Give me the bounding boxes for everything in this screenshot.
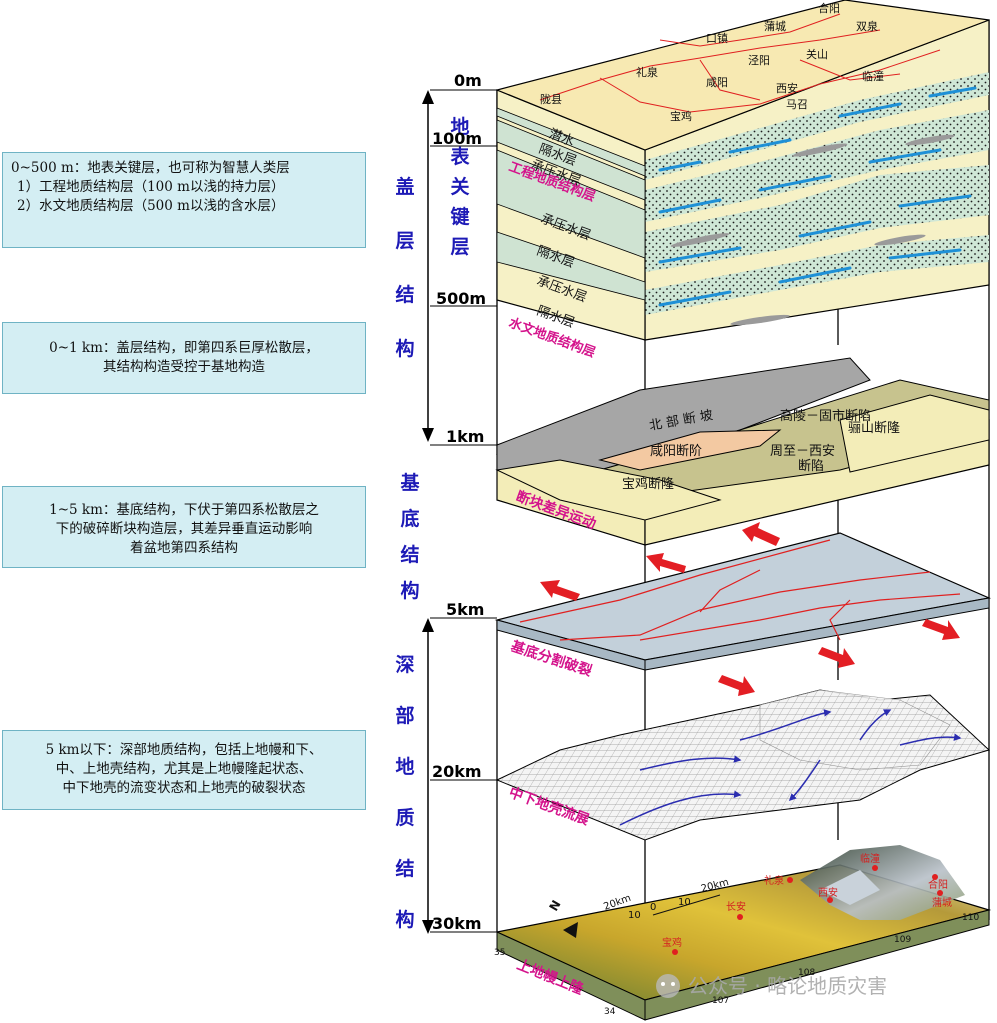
title-deep-structure: 深 部 地 质 结 构: [395, 654, 415, 931]
svg-text:107: 107: [712, 996, 729, 1006]
svg-text:35: 35: [494, 948, 505, 958]
depth-label-100m: 100m: [432, 129, 482, 148]
mantle-surface: 宝鸡 长安 礼泉 西安 合阳 蒲城 临潼 20km 10 0 10 20km N: [494, 845, 992, 1021]
title-basement-structure: 基 底 结 构: [400, 472, 420, 602]
svg-text:长安: 长安: [726, 900, 746, 913]
title-surface-key-layer: 地 表 关 键 层: [450, 116, 470, 258]
svg-text:34: 34: [604, 1007, 616, 1017]
svg-text:断陷: 断陷: [798, 459, 824, 474]
strata-right-face-bands: [645, 72, 989, 326]
place-lintong: 临潼: [862, 69, 884, 83]
svg-text:10: 10: [678, 897, 691, 908]
svg-text:周至－西安: 周至－西安: [770, 444, 835, 459]
svg-text:高陵－固市断陷: 高陵－固市断陷: [780, 408, 871, 424]
svg-text:0: 0: [650, 902, 656, 913]
note-cover-structure: 0~1 km：盖层结构，即第四系巨厚松散层， 其结构构造受控于基地构造: [2, 322, 366, 394]
strata-block: 合阳 蒲城 双泉 口镇 泾阳 关山 礼泉 咸阳 临潼 西安 陇县 马召 宝鸡 潜…: [495, 0, 990, 361]
place-guanshan: 关山: [806, 47, 828, 61]
mesh-surface: 中下地壳流展: [495, 689, 990, 841]
depth-label-500m: 500m: [436, 289, 486, 308]
basement-block: 北 部 断 坡 高陵－固市断陷 咸阳断阶 周至－西安 断陷 骊山断隆 宝鸡断隆 …: [495, 357, 990, 546]
mantle-places: 宝鸡 长安 礼泉 西安 合阳 蒲城 临潼: [662, 852, 952, 949]
place-koushen: 口镇: [706, 31, 728, 45]
svg-text:109: 109: [894, 935, 911, 945]
place-heyang: 合阳: [818, 1, 840, 15]
note-cover-line1: 0~1 km：盖层结构，即第四系巨厚松散层，: [49, 340, 319, 356]
note-deep-line1: 5 km以下：深部地质结构，包括上地幔和下、: [45, 742, 323, 758]
place-pucheng: 蒲城: [764, 19, 786, 33]
note-basement-line2: 下的破碎断块构造层，其差异垂直运动影响: [55, 521, 313, 537]
place-jingyang: 泾阳: [748, 54, 770, 67]
arrow-down-right: [818, 647, 855, 668]
place-xian: 西安: [776, 81, 798, 95]
depth-label-0m: 0m: [454, 71, 482, 90]
depth-axis: 0m 100m 500m 1km 5km 20km 30km: [422, 71, 497, 934]
note-surface-key-layer: 0~500 m：地表关键层，也可称为智慧人类层 1）工程地质结构层（100 m以…: [2, 152, 366, 248]
note-deep-structure: 5 km以下：深部地质结构，包括上地幔和下、 中、上地壳结构，尤其是上地幔隆起状…: [2, 730, 366, 810]
place-baoji: 宝鸡: [670, 109, 692, 123]
place-longxian: 陇县: [540, 92, 562, 106]
note-surface-line1: 0~500 m：地表关键层，也可称为智慧人类层: [11, 160, 290, 176]
note-deep-line2: 中、上地壳结构，尤其是上地幔隆起状态、: [55, 761, 313, 777]
note-basement-line3: 着盆地第四系结构: [130, 540, 238, 556]
top-map-faults: [539, 13, 941, 113]
place-shuangquan: 双泉: [856, 19, 878, 33]
depth-label-30km: 30km: [432, 914, 482, 933]
note-basement-structure: 1~5 km：基底结构，下伏于第四系松散层之 下的破碎断块构造层，其差异垂直运动…: [2, 486, 366, 568]
fracture-plate: 基底分割破裂: [494, 532, 992, 680]
svg-text:宝鸡: 宝鸡: [662, 936, 682, 949]
north-label: N: [546, 898, 563, 914]
mantle-ticks: 35 34 107 108 109 110: [494, 913, 979, 1017]
top-map-places: 合阳 蒲城 双泉 口镇 泾阳 关山 礼泉 咸阳 临潼 西安 陇县 马召 宝鸡: [540, 1, 884, 123]
title-cover-structure: 盖 层 结 构: [395, 176, 415, 360]
arrow-left: [540, 580, 580, 601]
svg-text:108: 108: [798, 968, 815, 978]
svg-text:礼泉: 礼泉: [764, 874, 784, 887]
depth-label-1km: 1km: [446, 427, 484, 446]
depth-label-20km: 20km: [432, 762, 482, 781]
movement-arrows: [540, 522, 960, 696]
place-mazhao: 马召: [786, 98, 808, 111]
svg-text:合阳: 合阳: [928, 878, 948, 891]
arrow-up-right: [742, 522, 780, 546]
place-xianyang: 咸阳: [706, 76, 728, 89]
note-deep-line3: 中下地壳的流变状态和上地壳的破裂状态: [62, 780, 306, 796]
watermark: 公众号 · 略论地质灾害: [656, 974, 887, 998]
wechat-icon: [656, 974, 680, 998]
arrow-right: [922, 619, 960, 640]
note-cover-line2: 其结构构造受控于基地构造: [103, 359, 265, 375]
basement-unit-labels: 北 部 断 坡 高陵－固市断陷 咸阳断阶 周至－西安 断陷 骊山断隆 宝鸡断隆: [622, 408, 900, 492]
note-surface-line2: 1）工程地质结构层（100 m以浅的持力层）: [17, 179, 285, 195]
arrow-down: [718, 675, 755, 696]
svg-text:咸阳断阶: 咸阳断阶: [650, 444, 702, 459]
depth-label-5km: 5km: [446, 600, 484, 619]
svg-text:10: 10: [628, 910, 641, 921]
svg-text:宝鸡断隆: 宝鸡断隆: [622, 476, 674, 492]
svg-text:骊山断隆: 骊山断隆: [848, 421, 900, 436]
place-liquan: 礼泉: [636, 65, 658, 79]
watermark-text: 公众号 · 略论地质灾害: [688, 974, 887, 998]
svg-text:临潼: 临潼: [860, 852, 880, 865]
arrow-up-left: [646, 553, 686, 573]
note-basement-line1: 1~5 km：基底结构，下伏于第四系松散层之: [49, 502, 319, 518]
svg-text:蒲城: 蒲城: [932, 896, 952, 909]
svg-text:110: 110: [962, 913, 979, 923]
svg-text:西安: 西安: [818, 886, 838, 899]
note-surface-line3: 2）水文地质结构层（500 m以浅的含水层）: [17, 198, 285, 214]
